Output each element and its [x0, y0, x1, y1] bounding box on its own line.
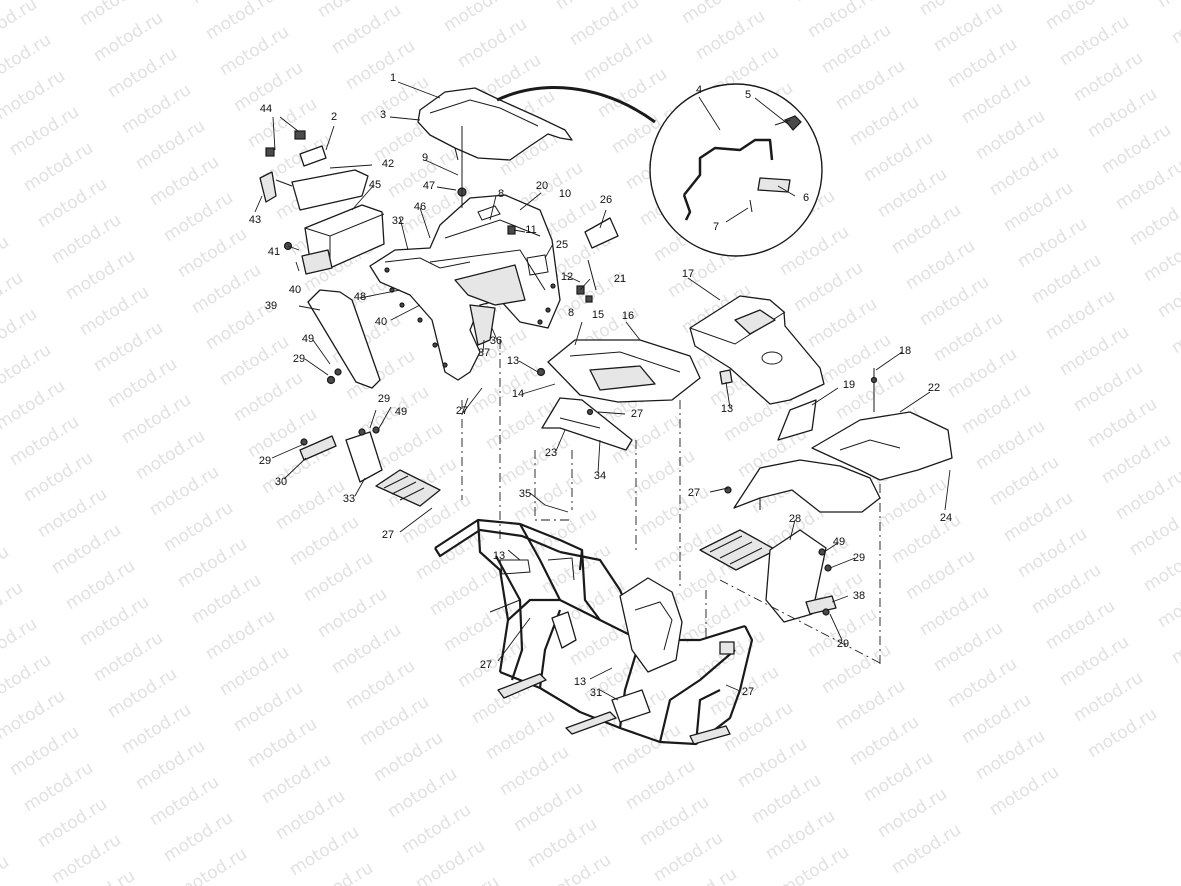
callout-49: 49 — [833, 536, 845, 548]
callout-26: 26 — [600, 194, 612, 206]
callout-27: 27 — [688, 487, 700, 499]
callout-6: 6 — [803, 192, 809, 204]
callout-45: 45 — [369, 179, 381, 191]
callout-27: 27 — [456, 405, 468, 417]
callout-12: 12 — [561, 271, 573, 283]
callout-28: 28 — [789, 513, 801, 525]
front-storage-box — [689, 295, 825, 405]
footrest-right — [699, 486, 837, 623]
front-guard — [541, 397, 633, 451]
front-fender — [733, 368, 953, 513]
callout-27: 27 — [742, 686, 754, 698]
callout-49: 49 — [395, 406, 407, 418]
callout-31: 31 — [590, 687, 602, 699]
callout-34: 34 — [594, 470, 606, 482]
storage-box — [283, 204, 385, 275]
callout-23: 23 — [545, 447, 557, 459]
callout-13: 13 — [721, 403, 733, 415]
watermark-text: motod.ru — [1154, 0, 1181, 12]
callout-5: 5 — [745, 89, 751, 101]
callout-29: 29 — [837, 638, 849, 650]
callout-8: 8 — [498, 188, 504, 200]
callout-40: 40 — [289, 284, 301, 296]
callout-2: 2 — [331, 111, 337, 123]
callout-42: 42 — [382, 158, 394, 170]
left-mud-flap — [307, 289, 381, 389]
callout-39: 39 — [265, 300, 277, 312]
seat-latch-cable — [496, 86, 656, 124]
callout-13: 13 — [574, 676, 586, 688]
callout-16: 16 — [622, 310, 634, 322]
callout-24: 24 — [940, 512, 952, 524]
callout-35: 35 — [519, 488, 531, 500]
callout-14: 14 — [512, 388, 524, 400]
rear-fender — [369, 194, 561, 381]
watermark-text: motod.ru — [0, 852, 13, 886]
callout-15: 15 — [592, 309, 604, 321]
callout-3: 3 — [380, 109, 386, 121]
callout-46: 46 — [414, 201, 426, 213]
mud-flap-bracket-group — [259, 130, 369, 211]
alignment-lines — [461, 170, 883, 665]
front-panel — [536, 339, 733, 403]
callout-18: 18 — [899, 345, 911, 357]
callout-32: 32 — [392, 215, 404, 227]
callout-30: 30 — [275, 476, 287, 488]
main-frame — [434, 518, 754, 746]
callout-20: 20 — [536, 180, 548, 192]
seat — [417, 87, 573, 161]
callout-44: 44 — [260, 103, 272, 115]
callout-9: 9 — [422, 152, 428, 164]
callout-22: 22 — [928, 382, 940, 394]
callout-43: 43 — [249, 214, 261, 226]
callout-labels: 1 2 3 4 5 6 7 8 8 9 10 11 12 13 13 13 13… — [249, 72, 952, 699]
callout-47: 47 — [423, 180, 435, 192]
callout-48: 48 — [354, 291, 366, 303]
callout-36: 36 — [490, 335, 502, 347]
footrest-left — [299, 426, 441, 507]
leader-lines — [254, 81, 951, 701]
callout-8: 8 — [568, 307, 574, 319]
callout-41: 41 — [268, 246, 280, 258]
callout-13: 13 — [493, 550, 505, 562]
callout-27: 27 — [382, 529, 394, 541]
callout-19: 19 — [843, 379, 855, 391]
callout-49: 49 — [302, 333, 314, 345]
callout-29: 29 — [853, 552, 865, 564]
callout-10: 10 — [559, 188, 571, 200]
callout-11: 11 — [525, 224, 536, 236]
callout-13: 13 — [507, 355, 519, 367]
callout-7: 7 — [713, 221, 719, 233]
detail-circle — [649, 83, 823, 257]
callout-38: 38 — [853, 590, 865, 602]
callout-27: 27 — [631, 408, 643, 420]
callout-21: 21 — [614, 273, 626, 285]
callout-29: 29 — [259, 455, 271, 467]
callout-17: 17 — [682, 268, 694, 280]
callout-4: 4 — [696, 84, 702, 96]
callout-27: 27 — [480, 659, 492, 671]
callout-37: 37 — [478, 347, 490, 359]
callout-29: 29 — [293, 353, 305, 365]
callout-40: 40 — [375, 316, 387, 328]
callout-25: 25 — [556, 239, 568, 251]
callout-1: 1 — [390, 72, 396, 84]
callout-33: 33 — [343, 493, 355, 505]
callout-29: 29 — [378, 393, 390, 405]
